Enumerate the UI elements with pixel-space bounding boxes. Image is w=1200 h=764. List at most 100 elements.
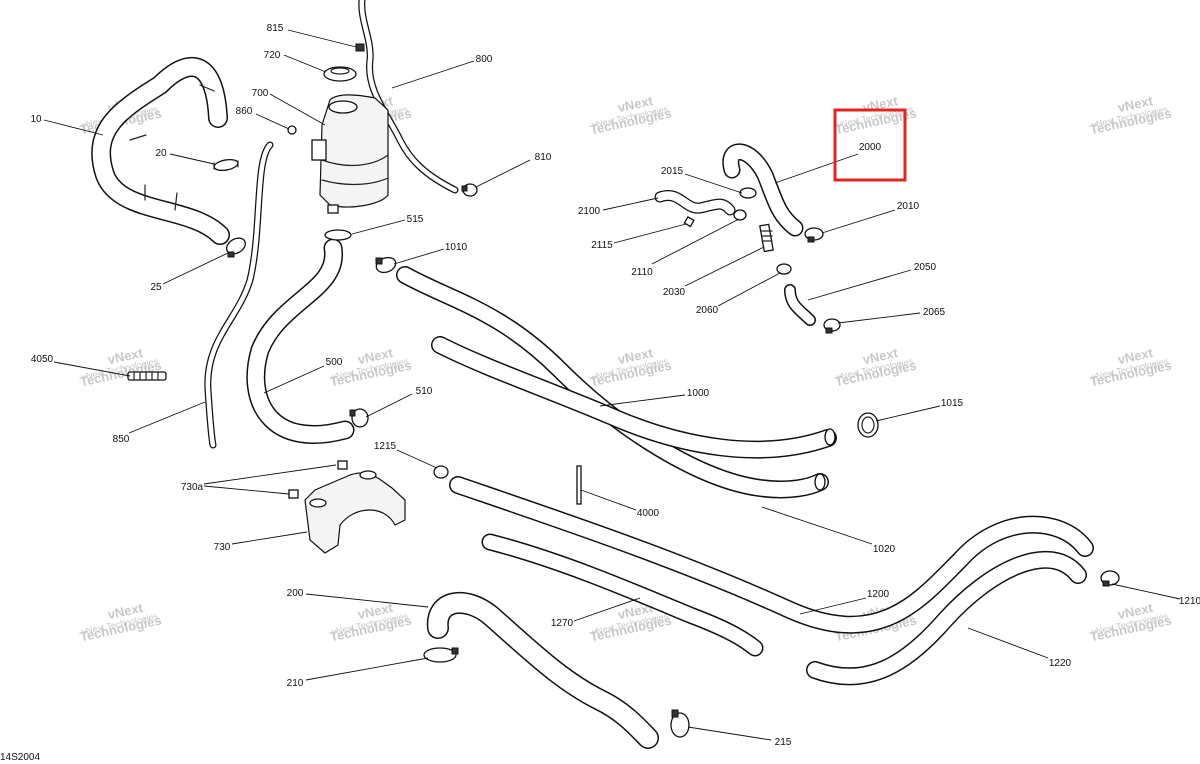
leader-line-215	[687, 726, 772, 741]
leader-line-860	[255, 113, 290, 130]
leader-line-1000	[599, 394, 686, 407]
callout-label-1210[interactable]: 1210	[1179, 596, 1200, 607]
callout-label-1270[interactable]: 1270	[551, 618, 574, 629]
callout-label-210[interactable]: 210	[287, 678, 304, 689]
callout-label-730[interactable]: 730	[214, 542, 231, 553]
clamp-25[interactable]	[224, 235, 248, 258]
callout-label-20[interactable]: 20	[155, 148, 167, 159]
nut-730a-lower[interactable]	[288, 489, 299, 499]
callout-label-1220[interactable]: 1220	[1049, 658, 1072, 669]
callout-label-4000[interactable]: 4000	[637, 508, 660, 519]
callout-label-25[interactable]: 25	[150, 282, 162, 293]
callout-label-1200[interactable]: 1200	[867, 589, 890, 600]
leader-line-25	[162, 251, 231, 285]
leader-line-1215	[396, 449, 438, 469]
callout-label-2030[interactable]: 2030	[663, 287, 686, 298]
fitting-2030[interactable]	[759, 223, 774, 253]
leader-line-510	[365, 393, 413, 418]
callout-label-510[interactable]: 510	[416, 386, 433, 397]
leader-line-730	[231, 531, 308, 545]
watermark-line1: vNext	[1116, 93, 1154, 115]
leader-line-1210	[1111, 583, 1181, 600]
leader-line-2015	[684, 173, 743, 194]
hose-2050[interactable]	[784, 284, 816, 326]
clamp-210[interactable]	[423, 647, 459, 663]
callout-label-2110[interactable]: 2110	[631, 267, 653, 278]
callout-label-2115[interactable]: 2115	[591, 240, 613, 251]
callout-label-2060[interactable]: 2060	[696, 305, 719, 316]
leader-line-700	[269, 93, 326, 126]
leader-line-730a	[203, 485, 290, 495]
clamp-4050[interactable]	[127, 371, 167, 381]
callout-label-500[interactable]: 500	[326, 357, 343, 368]
callout-label-4050[interactable]: 4050	[31, 354, 54, 365]
callout-label-215[interactable]: 215	[775, 737, 792, 748]
hose-10[interactable]	[91, 57, 230, 245]
callout-label-800[interactable]: 800	[476, 54, 493, 65]
parts-layer	[91, 0, 1120, 749]
callout-label-1015[interactable]: 1015	[941, 398, 964, 409]
callout-label-730a[interactable]: 730a	[181, 482, 204, 493]
clamp-515[interactable]	[324, 229, 352, 241]
leader-line-2010	[821, 209, 896, 234]
clamp-860[interactable]	[287, 125, 297, 135]
leader-line-4050	[53, 361, 131, 377]
clamp-1015[interactable]	[857, 412, 879, 438]
clamp-2065[interactable]	[823, 318, 841, 334]
clamp-1215[interactable]	[433, 465, 449, 479]
callout-label-1020[interactable]: 1020	[873, 544, 896, 555]
clamp-215[interactable]	[670, 709, 690, 738]
callout-label-720[interactable]: 720	[264, 50, 281, 61]
nut-730a-upper[interactable]	[337, 460, 348, 470]
hose-2000[interactable]	[722, 143, 804, 237]
cap-720[interactable]	[323, 66, 357, 82]
hose-2100[interactable]	[654, 190, 736, 216]
callout-label-1000[interactable]: 1000	[687, 388, 710, 399]
callout-label-1215[interactable]: 1215	[374, 441, 397, 452]
clamp-510[interactable]	[349, 408, 369, 428]
leader-line-720	[283, 54, 327, 73]
leader-line-500	[263, 365, 325, 394]
callout-label-1010[interactable]: 1010	[445, 242, 468, 253]
callout-label-2000[interactable]: 2000	[859, 142, 882, 153]
clamp-2015[interactable]	[739, 187, 757, 199]
callout-label-2100[interactable]: 2100	[578, 206, 601, 217]
bracket-730[interactable]	[304, 470, 406, 554]
callout-label-200[interactable]: 200	[287, 588, 304, 599]
pin-4000[interactable]	[576, 465, 582, 505]
watermark-line1: vNext	[616, 93, 654, 115]
hose-850[interactable]	[204, 141, 274, 449]
clamp-20[interactable]	[213, 158, 239, 172]
clamp-810[interactable]	[461, 183, 478, 197]
hose-500[interactable]	[246, 238, 355, 444]
clamp-1010[interactable]	[374, 255, 398, 275]
hose-1000[interactable]	[431, 336, 837, 459]
callout-label-860[interactable]: 860	[236, 106, 253, 117]
hose-1200[interactable]	[449, 476, 1094, 634]
coolant-tank-700[interactable]	[311, 94, 389, 214]
callout-label-2050[interactable]: 2050	[914, 262, 937, 273]
leader-line-2000	[774, 153, 859, 184]
leader-line-2060	[717, 272, 781, 307]
callout-label-850[interactable]: 850	[113, 434, 130, 445]
callout-label-10[interactable]: 10	[30, 114, 42, 125]
clamp-815[interactable]	[355, 43, 365, 52]
clamp-2060[interactable]	[776, 263, 792, 275]
hose-200[interactable]	[426, 591, 659, 749]
callout-label-2015[interactable]: 2015	[661, 166, 684, 177]
clamp-2115[interactable]	[683, 216, 695, 228]
hose-1270[interactable]	[481, 533, 764, 657]
diagram-reference-code: 14S2004	[0, 752, 40, 763]
callout-label-515[interactable]: 515	[407, 214, 424, 225]
clamp-2110[interactable]	[733, 209, 747, 221]
clamp-1210[interactable]	[1100, 570, 1120, 587]
callout-label-2010[interactable]: 2010	[897, 201, 920, 212]
callout-label-810[interactable]: 810	[535, 152, 552, 163]
callout-label-815[interactable]: 815	[267, 23, 284, 34]
clamp-2010[interactable]	[804, 227, 824, 243]
callout-label-2065[interactable]: 2065	[923, 307, 946, 318]
callout-label-700[interactable]: 700	[252, 88, 269, 99]
hose-1220[interactable]	[806, 550, 1087, 686]
